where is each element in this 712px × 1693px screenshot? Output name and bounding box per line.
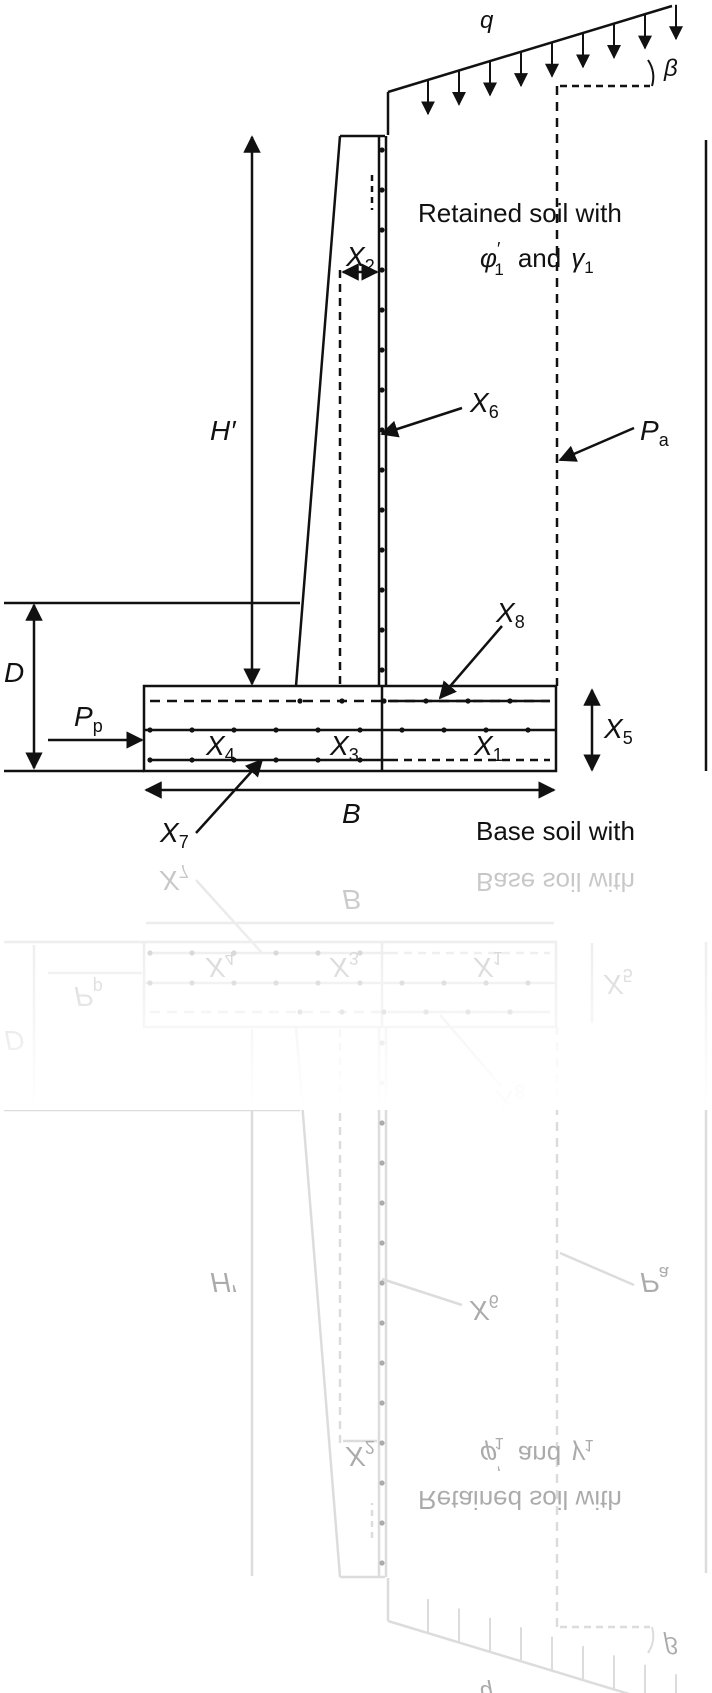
rebar-dot: [339, 698, 345, 704]
rebar-dot: [273, 757, 279, 763]
rebar-dot: [379, 1160, 385, 1166]
leader-X7: [195, 758, 264, 834]
leader-X8: [438, 625, 503, 700]
leader-Pa: [558, 426, 635, 462]
label-base-soil: Base soil with: [476, 816, 635, 846]
rebar-dot: [379, 1520, 385, 1526]
rebar-dot: [189, 727, 195, 733]
label-retained-soil: Retained soil with: [418, 198, 622, 228]
label-q: q: [480, 7, 494, 34]
surcharge-load: [386, 1578, 677, 1693]
slope-angle: [560, 59, 655, 88]
rebar-dot: [315, 757, 321, 763]
rebar-dot: [525, 727, 531, 733]
rebar-dot: [379, 1440, 385, 1446]
rebar-dot: [379, 1560, 385, 1566]
diagram-main: [4, 4, 708, 834]
rebar-dot: [357, 727, 363, 733]
label-Pa: Pa: [640, 415, 670, 450]
rebar-dot: [147, 757, 153, 763]
rebar-dot: [379, 1200, 385, 1206]
rebar-dot: [379, 667, 385, 673]
rebar-dot: [379, 547, 385, 553]
label-beta: β: [663, 55, 678, 82]
rebar-dot: [379, 267, 385, 273]
label-H-prime: H′: [210, 415, 237, 446]
slope-angle: [560, 1625, 655, 1654]
rebar-dot: [231, 727, 237, 733]
leader-X6: [381, 1277, 463, 1307]
label-X2: X2: [345, 1437, 375, 1472]
rebar-dot: [379, 507, 385, 513]
label-H-prime: H′: [210, 1267, 237, 1298]
rebar-dot: [379, 147, 385, 153]
label-X6: X6: [469, 1291, 499, 1326]
rebar-dot: [315, 727, 321, 733]
rebar-dot: [379, 387, 385, 393]
rebar-dot: [189, 757, 195, 763]
label-X4: X4: [205, 730, 235, 765]
rebar-dot: [379, 587, 385, 593]
label-X7: X7: [159, 817, 189, 852]
label-X8: X8: [495, 597, 525, 632]
rebar-dot: [423, 698, 429, 704]
rebar-dot: [379, 427, 385, 433]
surcharge-load: [386, 4, 683, 135]
rebar-dot: [379, 1480, 385, 1486]
rebar-dot: [483, 727, 489, 733]
rebar-dot: [441, 727, 447, 733]
rebar-dot: [379, 1240, 385, 1246]
label-beta: β: [663, 1631, 678, 1658]
rebar-dot: [465, 698, 471, 704]
rebar-dot: [399, 727, 405, 733]
rebar-dot: [297, 698, 303, 704]
rebar-dot: [379, 1320, 385, 1326]
rebar-dot: [379, 347, 385, 353]
rebar-dot: [379, 227, 385, 233]
leader-Pa: [559, 1251, 635, 1287]
label-retained-soil: Retained soil with: [418, 1485, 622, 1515]
rebar-dot: [379, 467, 385, 473]
wall-stem: [294, 134, 388, 687]
label-X2: X2: [345, 241, 375, 276]
rebar-dot: [231, 757, 237, 763]
label-X5: X5: [603, 713, 633, 748]
label-Pp: Pp: [74, 701, 103, 736]
wall-stem: [294, 1026, 388, 1579]
rebar-dot: [147, 727, 153, 733]
label-B: B: [342, 798, 361, 829]
label-D: D: [4, 657, 24, 688]
label-X1: X1: [473, 730, 503, 765]
rebar-dot: [507, 698, 513, 704]
rebar-dot: [379, 1360, 385, 1366]
leader-X6: [380, 406, 463, 438]
reflection-fade: [0, 850, 712, 1110]
rebar-dot: [357, 757, 363, 763]
rebar-dot: [379, 307, 385, 313]
label-X6: X6: [469, 387, 499, 422]
rebar-dot: [379, 1280, 385, 1286]
rebar-dot: [379, 1120, 385, 1126]
base-reinforcement: [147, 698, 531, 763]
rebar-dot: [379, 1400, 385, 1406]
rebar-dot: [273, 727, 279, 733]
rebar-dot: [381, 698, 387, 704]
rebar-dot: [379, 187, 385, 193]
label-X3: X3: [329, 730, 359, 765]
label-Pa: Pa: [640, 1263, 670, 1298]
label-q: q: [480, 1679, 494, 1693]
rebar-dot: [379, 627, 385, 633]
